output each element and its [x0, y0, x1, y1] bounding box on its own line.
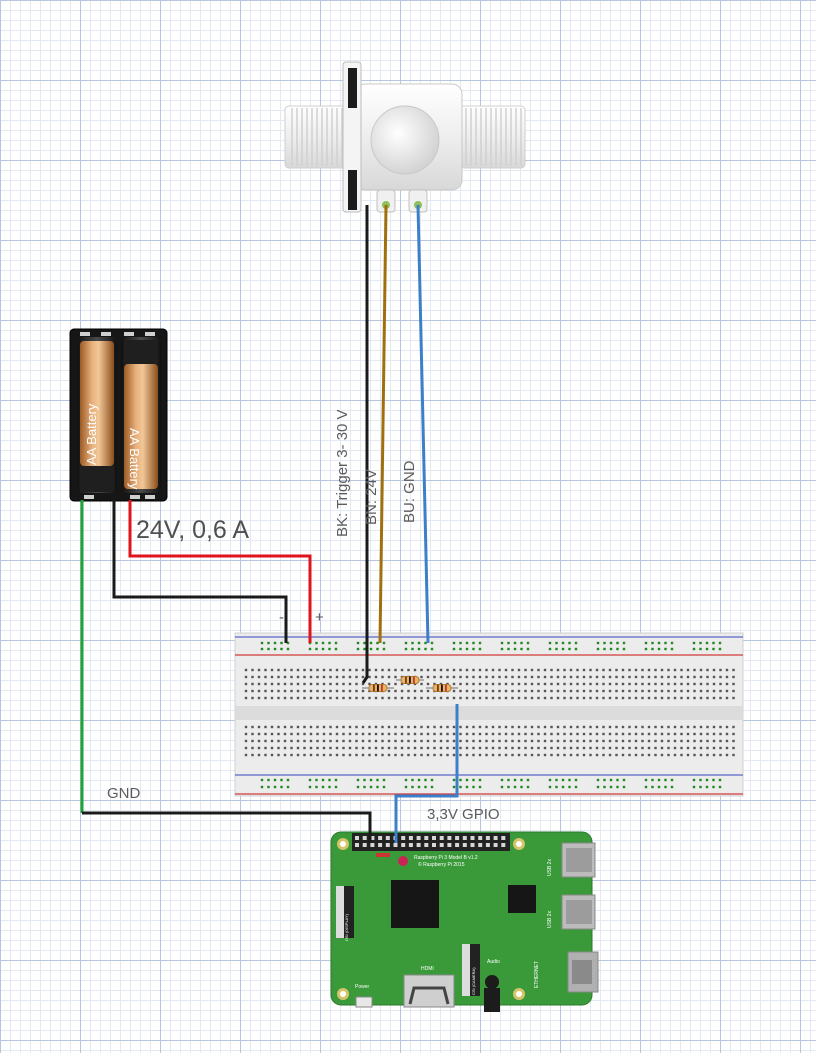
- power-port-label: Power: [355, 984, 370, 990]
- solenoid-valve: [284, 61, 526, 213]
- battery-cell-right-label: AA Battery: [127, 428, 142, 490]
- pi-copyright-label: © Raspberry Pi 2015: [418, 862, 465, 868]
- battery-cell-left-label: AA Battery: [84, 403, 99, 465]
- dsi-label: DSI (DISPLAY): [344, 913, 349, 941]
- battery-holder: [69, 328, 168, 502]
- wire-black-gnd-to-pi: [82, 811, 372, 843]
- breadboard: [234, 632, 744, 797]
- resistors: [362, 676, 458, 692]
- valve-inlet-thread: [291, 108, 348, 166]
- wire-bk-label: BK: Trigger 3- 30 V: [334, 409, 351, 537]
- wire-bu-gnd: [416, 204, 430, 644]
- gpio-header: [355, 836, 506, 847]
- power-spec-label: 24V, 0,6 A: [136, 516, 250, 544]
- wires: [80, 204, 459, 843]
- breadboard-holes: [244, 641, 735, 789]
- plus-terminal-label: +: [315, 609, 324, 626]
- wire-blue-gpio: [394, 704, 459, 843]
- valve-outlet-thread: [465, 108, 522, 166]
- usb-label-2: USB 2x: [547, 911, 553, 928]
- hdmi-label: HDMI: [421, 966, 434, 972]
- wire-bn-24v: [378, 204, 388, 644]
- pi-model-label: Raspberry Pi 3 Model B v1.2: [414, 855, 478, 861]
- audio-label: Audio: [487, 959, 500, 965]
- ethernet-label: ETHERNET: [534, 961, 540, 988]
- gpio-label: 3,3V GPIO: [427, 806, 500, 823]
- csi-label: CSI (CAMERA): [471, 967, 476, 995]
- wire-bk-trigger: [361, 205, 369, 684]
- wire-black-battery-minus: [112, 500, 288, 643]
- gnd-label: GND: [107, 785, 141, 802]
- wire-bn-label: BN: 24V: [363, 469, 380, 525]
- raspberry-pi-board: [330, 831, 599, 1012]
- wire-bu-label: BU: GND: [401, 460, 418, 523]
- wire-red-24v: [128, 500, 312, 643]
- minus-terminal-label: -: [279, 609, 284, 626]
- usb-label-1: USB 2x: [547, 859, 553, 876]
